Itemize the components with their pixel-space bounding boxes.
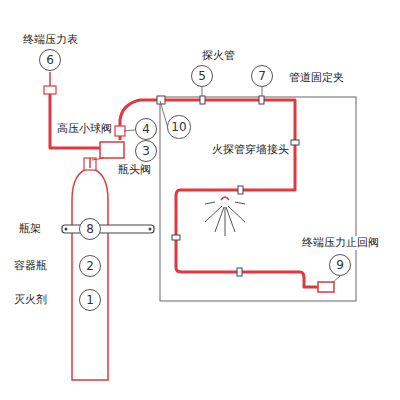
part-label: 终端压力止回阀 bbox=[301, 236, 380, 249]
callout-number: 10 bbox=[171, 121, 186, 133]
callout-number: 5 bbox=[198, 70, 206, 82]
part-label: 瓶头阀 bbox=[117, 163, 152, 176]
part-label: 探火管 bbox=[201, 49, 236, 62]
part-label: 瓶架 bbox=[18, 222, 42, 235]
pressure-gauge bbox=[44, 86, 56, 94]
cylinder bbox=[72, 168, 108, 380]
callout-number: 7 bbox=[258, 70, 266, 82]
wall-fitting bbox=[157, 96, 165, 104]
callout-number: 2 bbox=[86, 260, 94, 272]
spray-lines bbox=[205, 202, 245, 236]
callout-circle: 3 bbox=[135, 140, 157, 162]
wall-panel bbox=[160, 97, 356, 301]
callout-number: 6 bbox=[46, 54, 54, 66]
detector-tube bbox=[50, 94, 318, 287]
callout-circle: 10 bbox=[167, 115, 190, 138]
part-label: 管道固定夹 bbox=[288, 71, 345, 84]
part-label: 高压小球阀 bbox=[56, 122, 113, 135]
callout-circle: 2 bbox=[79, 255, 101, 277]
callout-number: 9 bbox=[336, 259, 344, 271]
bottle-rack bbox=[62, 225, 154, 233]
part-label: 火探管穿墙接头 bbox=[211, 143, 290, 156]
callout-number: 4 bbox=[142, 123, 150, 135]
callout-circle: 7 bbox=[251, 65, 273, 87]
callout-number: 8 bbox=[86, 223, 94, 235]
check-valve bbox=[318, 282, 334, 292]
ball-valve bbox=[115, 126, 125, 136]
callout-circle: 8 bbox=[79, 218, 101, 240]
callout-number: 3 bbox=[142, 145, 150, 157]
pipe-clip bbox=[172, 96, 299, 276]
part-label: 终端压力表 bbox=[22, 33, 79, 46]
callout-number: 1 bbox=[86, 294, 94, 306]
callout-circle: 1 bbox=[79, 289, 101, 311]
callout-circle: 9 bbox=[329, 254, 351, 276]
callout-circle: 4 bbox=[135, 118, 157, 140]
part-label: 灭火剂 bbox=[13, 293, 48, 306]
leader-line bbox=[124, 87, 340, 283]
nozzle bbox=[221, 197, 229, 200]
callout-circle: 5 bbox=[191, 65, 213, 87]
callout-circle: 6 bbox=[39, 49, 61, 71]
part-label: 容器瓶 bbox=[13, 259, 48, 272]
cylinder-valve bbox=[100, 142, 124, 158]
